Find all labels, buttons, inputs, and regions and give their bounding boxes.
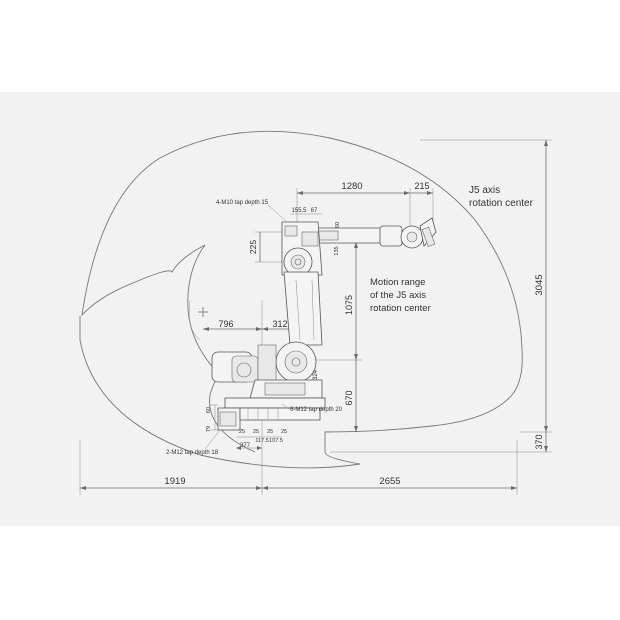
dim-60-base: 60 xyxy=(206,407,212,413)
top-dimension-line xyxy=(296,188,434,232)
tap-m10-label: 4-M10 tap depth 15 xyxy=(216,200,269,206)
dim-25-d: 25 xyxy=(281,429,287,435)
motion-range-label-line1: Motion range xyxy=(370,277,425,288)
tap-m12-2-label: 2-M12 tap depth 18 xyxy=(166,450,219,456)
dim-1280: 1280 xyxy=(341,181,362,192)
inner-envelope-arc xyxy=(188,299,201,341)
dim-2655: 2655 xyxy=(379,476,400,487)
dim-324: 324 xyxy=(313,369,319,380)
motion-range-envelope xyxy=(79,130,523,469)
tap-m10-leader xyxy=(267,204,288,223)
tap-m12-2-leader xyxy=(204,429,221,450)
base-dimension-lines xyxy=(210,404,282,450)
dim-60-top: 60 xyxy=(335,222,341,228)
dim-1919: 1919 xyxy=(164,476,185,487)
dim-377: 377 xyxy=(240,443,251,449)
bottom-dimension-line xyxy=(80,486,517,490)
right-dimension-line xyxy=(330,139,552,453)
crosshair-icon xyxy=(198,307,208,317)
dim-312: 312 xyxy=(272,319,287,329)
motion-range-label-line2: of the J5 axis xyxy=(370,290,426,301)
dim-155-5: 155.5 xyxy=(291,208,307,214)
dim-670: 670 xyxy=(344,390,354,405)
dim-25-c: 25 xyxy=(267,429,273,435)
dim-67: 67 xyxy=(311,208,318,214)
dim-79: 79 xyxy=(206,426,212,432)
dim-225: 225 xyxy=(248,240,258,254)
dim-107-5: 107.5 xyxy=(269,438,283,444)
dim-215: 215 xyxy=(414,181,429,191)
j5-axis-label-line1: J5 axis xyxy=(469,185,500,196)
j5-axis-label-line2: rotation center xyxy=(469,198,534,209)
tap-m12-6-leader xyxy=(281,403,290,410)
dim-796: 796 xyxy=(218,319,233,329)
tap-m12-6-label: 6-M12 tap depth 20 xyxy=(290,407,343,413)
dim-1075: 1075 xyxy=(344,295,354,315)
dim-25-a: 25 xyxy=(239,429,245,435)
dim-117-5: 117.5 xyxy=(255,438,268,444)
dim-370: 370 xyxy=(534,434,544,449)
dim-3045: 3045 xyxy=(534,274,545,295)
dim-225-line xyxy=(255,231,282,263)
robot-arm xyxy=(211,217,437,431)
motion-range-label-line3: rotation center xyxy=(370,303,431,314)
dim-25-b: 25 xyxy=(253,429,259,435)
dim-135: 135 xyxy=(334,246,340,255)
